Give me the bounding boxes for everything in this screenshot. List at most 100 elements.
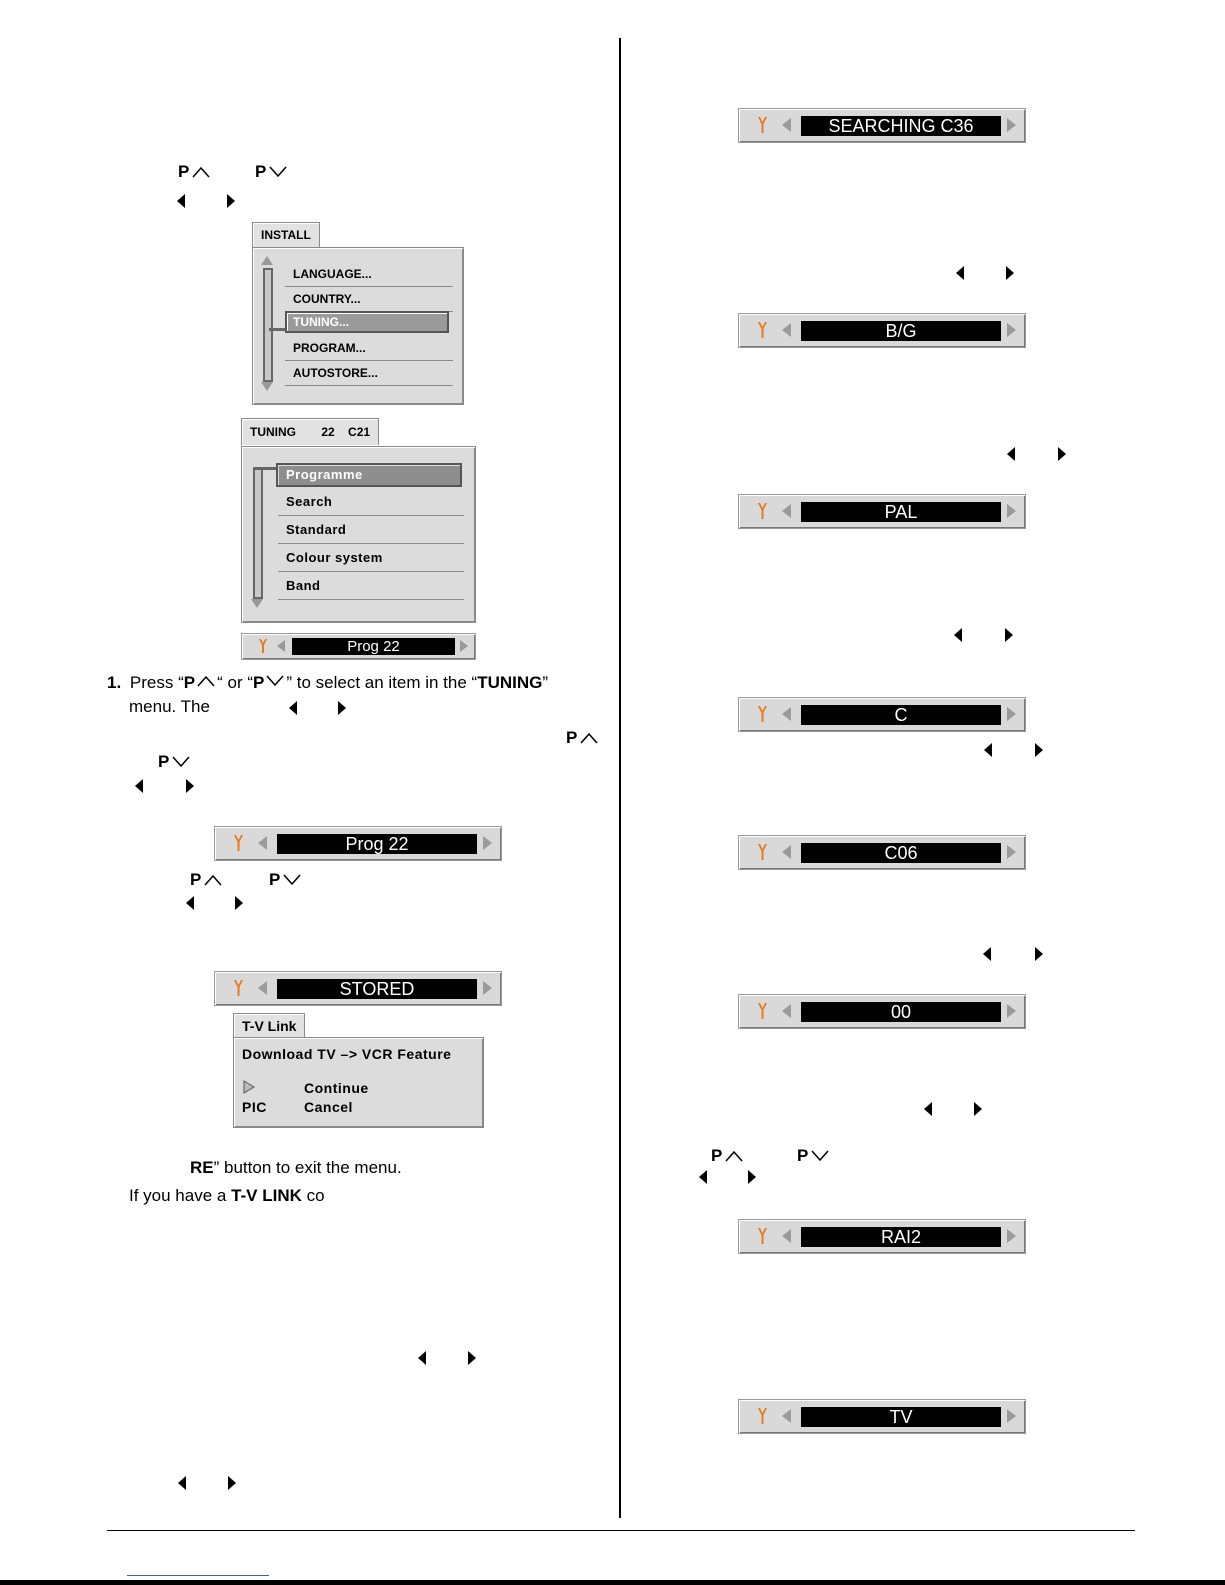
wrench-icon — [758, 1408, 767, 1424]
tuning-tab-label: TUNING — [250, 425, 296, 439]
osd-display: Prog 22 — [277, 834, 477, 854]
osd-right-arrow-icon — [460, 640, 468, 652]
tvlink-dialog: Download TV –> VCR Feature Continue PIC … — [233, 1037, 484, 1128]
osd-display: C — [801, 705, 1001, 725]
chevron-up-icon — [204, 874, 222, 886]
chevron-down-icon — [811, 1150, 829, 1162]
selection-connector — [269, 328, 289, 331]
left-arrow-icon — [289, 701, 297, 715]
osd-bar-tv: TV — [738, 1399, 1026, 1434]
tvlink-pic-key: PIC — [242, 1099, 267, 1115]
step-text: ” — [542, 673, 549, 692]
osd-display: 00 — [801, 1002, 1001, 1022]
osd-bar-channel: C06 — [738, 835, 1026, 870]
right-arrow-icon — [186, 779, 194, 793]
osd-left-arrow-icon — [782, 504, 791, 518]
osd-right-arrow-icon — [483, 836, 492, 850]
osd-bar-colour: PAL — [738, 494, 1026, 529]
exit-key-bold: RE — [190, 1158, 214, 1177]
wrench-icon — [758, 1003, 767, 1019]
scroll-down-icon — [261, 382, 273, 391]
tuning-item-search[interactable]: Search — [278, 489, 464, 516]
tuning-tab-prog: 22 — [321, 425, 335, 439]
osd-display: RAI2 — [801, 1227, 1001, 1247]
p-down-label: P — [158, 752, 170, 771]
step-1-line-1: 1. Press “P“ or “P” to select an item in… — [107, 672, 617, 694]
step-number: 1. — [107, 673, 122, 692]
step-text: “ or “ — [217, 673, 253, 692]
tuning-item-programme[interactable]: Programme — [276, 463, 462, 487]
install-menu-tab: INSTALL — [252, 222, 320, 247]
chevron-up-icon — [725, 1150, 743, 1162]
osd-bar-fine-tune: 00 — [738, 994, 1026, 1029]
tuning-item-standard[interactable]: Standard — [278, 517, 464, 544]
tvlink-continue[interactable]: Continue — [304, 1080, 369, 1096]
osd-display: STORED — [277, 979, 477, 999]
wrench-icon — [758, 503, 767, 519]
p-up-label: P — [566, 728, 578, 747]
tvlink-text-suffix: co — [301, 1186, 325, 1205]
osd-display: Prog 22 — [292, 638, 455, 655]
left-arrow-icon — [956, 266, 964, 280]
left-arrow-icon — [178, 1476, 186, 1490]
tuning-item-colour-system[interactable]: Colour system — [278, 545, 464, 572]
install-item-program[interactable]: PROGRAM... — [285, 336, 453, 361]
osd-right-arrow-icon — [1007, 707, 1016, 721]
right-arrow-icon — [1058, 447, 1066, 461]
right-arrow-icon — [974, 1102, 982, 1116]
right-arrow-icon — [1035, 743, 1043, 757]
p-down-label: P — [269, 870, 281, 889]
install-item-autostore[interactable]: AUTOSTORE... — [285, 361, 453, 386]
left-arrow-icon — [186, 896, 194, 910]
install-item-country[interactable]: COUNTRY... — [285, 287, 453, 312]
wrench-icon — [758, 706, 767, 722]
left-arrow-icon — [135, 779, 143, 793]
right-arrow-icon — [468, 1351, 476, 1365]
install-item-tuning[interactable]: TUNING... — [285, 311, 449, 333]
osd-left-arrow-icon — [277, 640, 285, 652]
step-1-line-2: menu. The — [129, 697, 210, 716]
p-up-key: P — [566, 728, 598, 748]
wrench-icon — [758, 844, 767, 860]
scroll-track — [263, 268, 273, 382]
left-arrow-icon — [699, 1170, 707, 1184]
p-down-label: P — [255, 162, 267, 181]
selection-connector — [253, 467, 277, 470]
tuning-menu-tab: TUNING 22 C21 — [241, 418, 380, 445]
right-arrow-icon — [748, 1170, 756, 1184]
osd-right-arrow-icon — [1007, 118, 1016, 132]
wrench-icon — [234, 835, 243, 851]
install-item-language[interactable]: LANGUAGE... — [285, 262, 453, 287]
p-down-label: P — [253, 673, 265, 692]
osd-display: TV — [801, 1407, 1001, 1427]
p-down-key: P — [255, 162, 287, 182]
step-text: Press “ — [129, 673, 184, 692]
osd-display: SEARCHING C36 — [801, 116, 1001, 136]
right-arrow-icon — [228, 1476, 236, 1490]
right-arrow-icon — [235, 896, 243, 910]
p-up-label: P — [183, 673, 196, 692]
tvlink-cancel[interactable]: Cancel — [304, 1099, 353, 1115]
osd-bar-band: C — [738, 697, 1026, 732]
left-arrow-icon — [924, 1102, 932, 1116]
exit-instruction: RE” button to exit the menu. — [190, 1157, 402, 1179]
osd-right-arrow-icon — [1007, 1229, 1016, 1243]
step-text: ” to select an item in the “ — [286, 673, 478, 692]
wrench-icon — [758, 117, 767, 133]
p-up-label: P — [711, 1146, 723, 1165]
right-arrow-icon — [1035, 947, 1043, 961]
p-down-key: P — [797, 1146, 829, 1166]
chevron-up-icon — [580, 732, 598, 744]
osd-left-arrow-icon — [782, 323, 791, 337]
column-divider — [619, 38, 621, 1518]
tvlink-title: Download TV –> VCR Feature — [242, 1046, 452, 1062]
left-arrow-icon — [1007, 447, 1015, 461]
osd-right-arrow-icon — [1007, 323, 1016, 337]
p-up-key: P — [178, 162, 210, 182]
osd-left-arrow-icon — [782, 707, 791, 721]
right-arrow-icon — [1006, 266, 1014, 280]
scroll-track — [253, 467, 263, 599]
chevron-down-icon — [283, 874, 301, 886]
tuning-item-band[interactable]: Band — [278, 573, 464, 600]
osd-left-arrow-icon — [782, 845, 791, 859]
